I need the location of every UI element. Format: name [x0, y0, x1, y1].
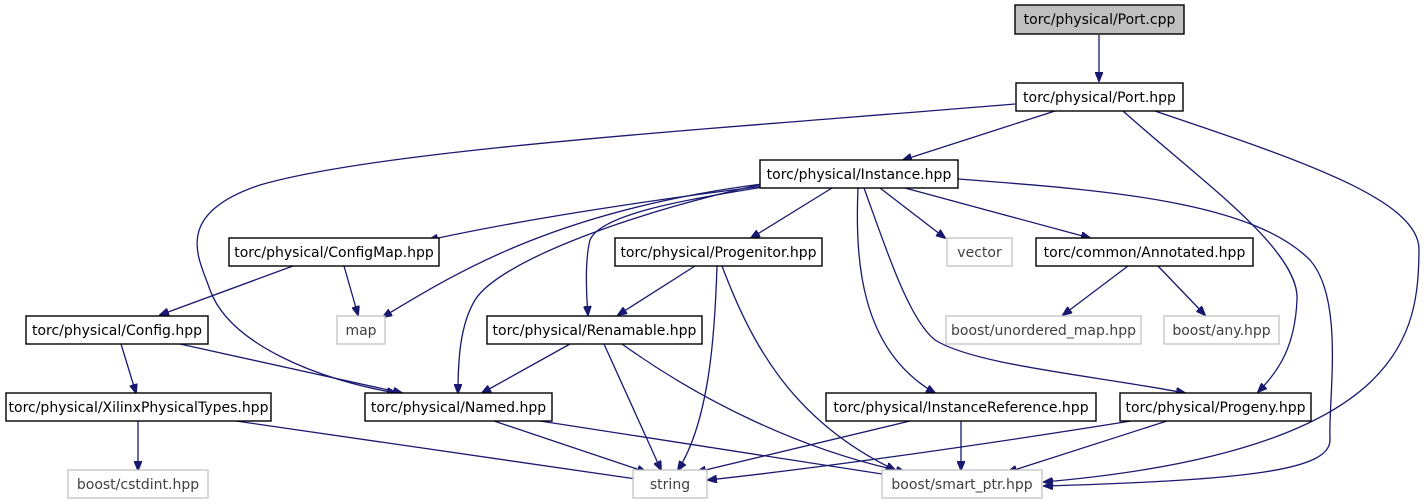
edge-progeny-to-smart-ptr — [1008, 420, 1168, 472]
edge-named-to-string — [493, 420, 646, 472]
node-instance-hpp[interactable]: torc/physical/Instance.hpp — [759, 159, 959, 189]
edge-annotated-to-any — [1157, 265, 1205, 315]
node-configmap-hpp[interactable]: torc/physical/ConfigMap.hpp — [228, 237, 440, 267]
edge-renamable-to-named — [482, 343, 571, 393]
edge-port-hpp-to-named — [196, 103, 1016, 393]
edge-port-hpp-to-instance — [903, 110, 1056, 160]
edge-instance-to-progeny — [863, 187, 1185, 393]
node-label: torc/physical/ConfigMap.hpp — [234, 245, 434, 261]
node-instance-reference-hpp[interactable]: torc/physical/InstanceReference.hpp — [825, 392, 1097, 422]
edge-instref-to-string — [697, 420, 911, 472]
edge-port-hpp-to-progeny — [1122, 110, 1298, 392]
node-config-hpp[interactable]: torc/physical/Config.hpp — [25, 315, 209, 345]
node-label: boost/smart_ptr.hpp — [891, 477, 1032, 493]
node-progenitor-hpp[interactable]: torc/physical/Progenitor.hpp — [614, 237, 823, 267]
edge-instance-to-progenitor — [751, 187, 833, 238]
node-port-cpp[interactable]: torc/physical/Port.cpp — [1014, 4, 1185, 35]
edge-xilinx-to-string — [235, 420, 643, 480]
node-label: torc/physical/XilinxPhysicalTypes.hpp — [9, 400, 269, 416]
node-label: torc/common/Annotated.hpp — [1044, 245, 1246, 261]
node-label: torc/physical/Progeny.hpp — [1126, 400, 1306, 416]
node-label: torc/physical/Port.hpp — [1023, 90, 1176, 106]
node-label: torc/physical/Config.hpp — [32, 323, 202, 339]
edge-progenitor-to-smart-ptr — [721, 265, 895, 470]
node-label: torc/physical/InstanceReference.hpp — [833, 400, 1088, 416]
edge-instance-to-renamable — [586, 185, 771, 315]
node-label: map — [345, 323, 376, 339]
node-named-hpp[interactable]: torc/physical/Named.hpp — [364, 392, 553, 422]
node-boost-cstdint-hpp[interactable]: boost/cstdint.hpp — [67, 469, 209, 499]
edge-instance-to-vector — [879, 187, 945, 238]
edge-config-to-named — [179, 343, 402, 393]
node-progeny-hpp[interactable]: torc/physical/Progeny.hpp — [1119, 392, 1312, 422]
node-boost-any-hpp[interactable]: boost/any.hpp — [1163, 315, 1280, 345]
edge-instance-to-configmap — [429, 185, 765, 240]
node-label: torc/physical/Renamable.hpp — [493, 323, 697, 339]
node-map[interactable]: map — [336, 315, 386, 345]
node-boost-smart-ptr-hpp[interactable]: boost/smart_ptr.hpp — [881, 469, 1043, 499]
node-label: torc/physical/Progenitor.hpp — [620, 245, 816, 261]
node-unordered-map-hpp[interactable]: boost/unordered_map.hpp — [945, 315, 1142, 345]
node-renamable-hpp[interactable]: torc/physical/Renamable.hpp — [486, 315, 703, 345]
node-xilinx-physical-types-hpp[interactable]: torc/physical/XilinxPhysicalTypes.hpp — [5, 392, 272, 422]
edge-instance-to-annotated — [904, 187, 1090, 238]
node-annotated-hpp[interactable]: torc/common/Annotated.hpp — [1035, 237, 1254, 267]
edge-instance-to-smart-ptr — [957, 178, 1334, 486]
node-label: boost/cstdint.hpp — [77, 477, 199, 493]
node-label: string — [650, 477, 690, 493]
edge-instance-to-named — [458, 182, 769, 393]
edge-port-hpp-to-smart-ptr — [1044, 110, 1420, 482]
node-label: torc/physical/Port.cpp — [1024, 12, 1176, 28]
edge-progenitor-to-renamable — [618, 265, 696, 315]
edge-configmap-to-map — [343, 265, 358, 315]
edge-configmap-to-config — [160, 265, 294, 315]
node-vector[interactable]: vector — [946, 237, 1013, 267]
edge-renamable-to-string — [603, 343, 661, 470]
edge-instance-to-map — [383, 183, 763, 317]
node-port-hpp[interactable]: torc/physical/Port.hpp — [1015, 82, 1184, 112]
edge-progeny-to-string — [708, 420, 1132, 480]
edges-layer — [120, 35, 1420, 486]
node-label: boost/any.hpp — [1172, 323, 1270, 339]
node-string[interactable]: string — [632, 469, 708, 499]
edge-annotated-to-unordered-map — [1063, 265, 1129, 315]
node-label: torc/physical/Named.hpp — [371, 400, 546, 416]
edge-named-to-smart-ptr — [539, 420, 895, 476]
node-label: vector — [957, 245, 1002, 261]
node-label: boost/unordered_map.hpp — [951, 323, 1136, 339]
edge-instance-to-instref — [856, 187, 935, 393]
nodes-layer: torc/physical/Port.cpp torc/physical/Por… — [5, 4, 1312, 499]
node-label: torc/physical/Instance.hpp — [767, 167, 952, 183]
edge-config-to-xilinx — [120, 343, 136, 393]
edge-progenitor-to-string — [678, 265, 718, 470]
edge-renamable-to-smart-ptr — [621, 343, 905, 472]
